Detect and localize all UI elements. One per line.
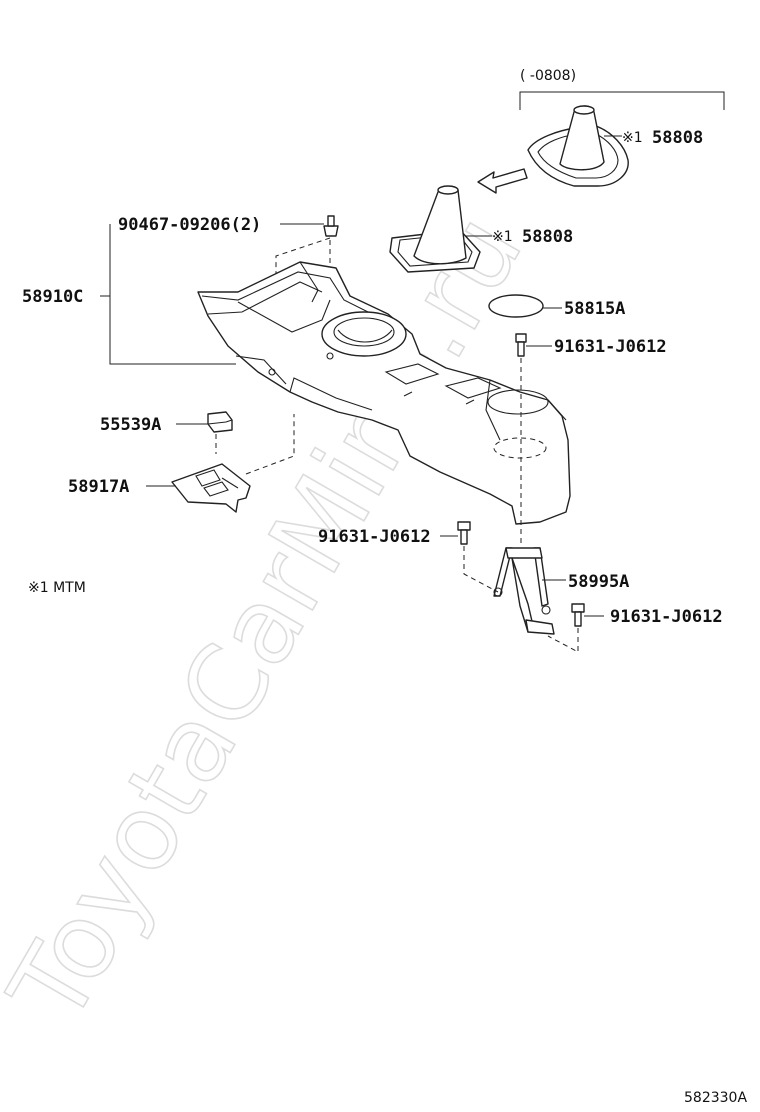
bolt-91631-c — [547, 603, 604, 653]
footnote-mtm: ※1 MTM — [28, 580, 86, 596]
label-mark-top: ※1 — [622, 130, 643, 146]
label-55539a: 55539A — [100, 415, 161, 435]
label-91631-b: 91631-J0612 — [318, 527, 431, 547]
label-58808-mid: 58808 — [522, 227, 573, 247]
label-date-range: ( -0808) — [520, 68, 576, 84]
label-58917a: 58917A — [68, 477, 129, 497]
shift-boot-mid — [389, 185, 492, 273]
label-58808-top: 58808 — [652, 128, 703, 148]
label-58815a: 58815A — [564, 299, 625, 319]
console-cap-58815a — [488, 294, 562, 318]
bolt-91631-a — [515, 333, 552, 544]
label-58995a: 58995A — [568, 572, 629, 592]
label-91631-c: 91631-J0612 — [610, 607, 723, 627]
label-mark-mid: ※1 — [492, 229, 513, 245]
switch-55539a — [176, 411, 233, 454]
bracket-58995a — [493, 547, 566, 635]
diagram-id: 582330A — [684, 1090, 747, 1106]
label-58910c: 58910C — [22, 287, 83, 307]
label-91631-a: 91631-J0612 — [554, 337, 667, 357]
panel-58917a — [146, 414, 295, 513]
console-box — [100, 224, 571, 525]
shift-boot-top — [519, 91, 725, 187]
label-90467: 90467-09206(2) — [118, 215, 261, 235]
bolt-91631-b — [440, 521, 499, 593]
assembly-arrow — [477, 168, 528, 194]
